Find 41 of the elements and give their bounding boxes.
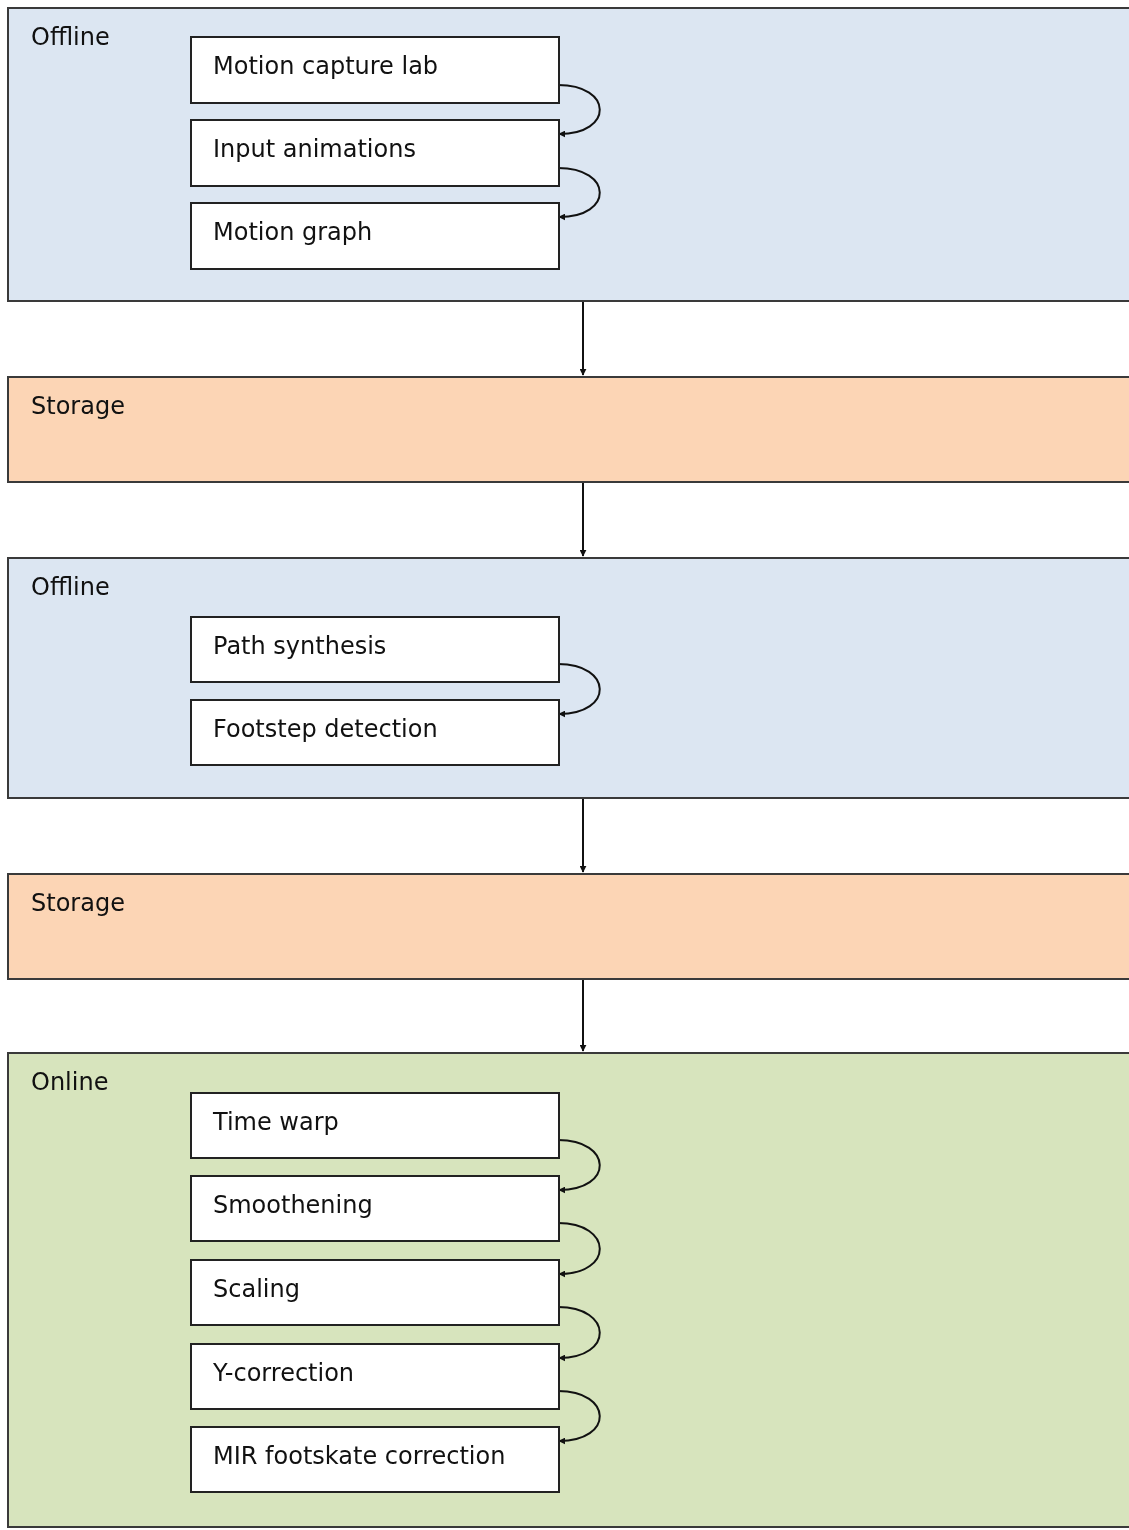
band-heading: Online bbox=[31, 1068, 109, 1096]
process-box bbox=[190, 1259, 560, 1326]
stage-band bbox=[7, 376, 1129, 483]
process-box bbox=[190, 119, 560, 187]
stage-band bbox=[7, 1052, 1129, 1528]
stage-band bbox=[7, 873, 1129, 980]
box-label: Smoothening bbox=[213, 1190, 373, 1219]
process-box bbox=[190, 36, 560, 104]
box-label: Y-correction bbox=[213, 1358, 355, 1387]
arrow bbox=[557, 167, 601, 220]
box-label: Input animations bbox=[213, 135, 416, 163]
process-box bbox=[190, 1175, 560, 1242]
box-label: Footstep detection bbox=[213, 714, 438, 743]
arrow bbox=[579, 482, 587, 557]
arrow bbox=[557, 1390, 601, 1444]
arrow bbox=[557, 84, 601, 137]
box-label: Time warp bbox=[213, 1107, 339, 1136]
process-box bbox=[190, 699, 560, 766]
box-label: Path synthesis bbox=[213, 631, 387, 660]
box-label: Motion graph bbox=[213, 218, 373, 246]
box-label: Scaling bbox=[213, 1274, 300, 1303]
process-box bbox=[190, 1092, 560, 1159]
arrow bbox=[557, 1306, 601, 1361]
arrow bbox=[557, 1139, 601, 1193]
arrow bbox=[557, 1222, 601, 1277]
process-box bbox=[190, 1343, 560, 1410]
box-label: Motion capture lab bbox=[213, 52, 439, 80]
arrow bbox=[579, 301, 587, 376]
arrow bbox=[579, 979, 587, 1052]
band-heading: Offline bbox=[31, 573, 110, 601]
process-box bbox=[190, 202, 560, 270]
process-box bbox=[190, 616, 560, 683]
band-heading: Storage bbox=[31, 392, 125, 420]
box-label: MIR footskate correction bbox=[213, 1441, 506, 1470]
arrow bbox=[579, 798, 587, 873]
stage-band bbox=[7, 7, 1129, 302]
process-box bbox=[190, 1426, 560, 1493]
arrow bbox=[557, 663, 601, 717]
stage-band bbox=[7, 557, 1129, 799]
band-heading: Storage bbox=[31, 889, 125, 917]
band-heading: Offline bbox=[31, 23, 110, 51]
